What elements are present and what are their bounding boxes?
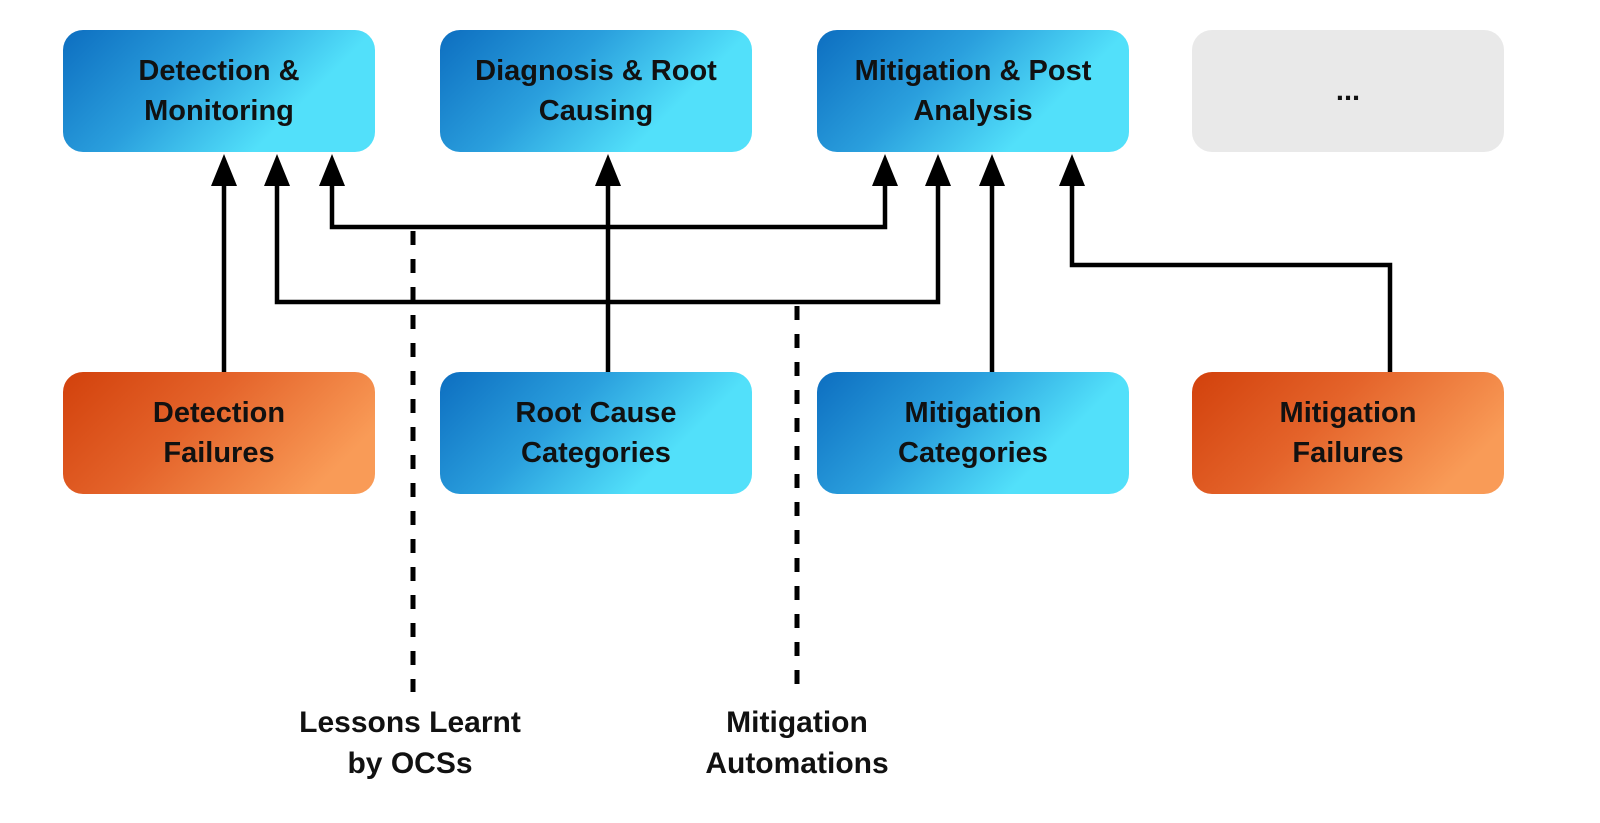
- edge-lessons-learnt-bus: [319, 154, 898, 230]
- edge-mitigation-automations-bus: [264, 154, 951, 305]
- edge-root-cause-categories-to-diagnosis: [595, 154, 621, 372]
- node-root-cause-categories: Root Cause Categories: [440, 372, 752, 494]
- node-ellipsis-placeholder: ...: [1192, 30, 1504, 152]
- node-mitigation-failures: Mitigation Failures: [1192, 372, 1504, 494]
- node-mitigation-post-analysis: Mitigation & Post Analysis: [817, 30, 1129, 152]
- edge-mitigation-categories-to-post-analysis: [979, 154, 1005, 372]
- edge-mitigation-failures-to-post-analysis: [1059, 154, 1393, 372]
- node-diagnosis-root-causing: Diagnosis & Root Causing: [440, 30, 752, 152]
- node-detection-monitoring: Detection & Monitoring: [63, 30, 375, 152]
- edge-detection-failures-to-detection-monitoring: [211, 154, 237, 372]
- label-mitigation-automations: Mitigation Automations: [705, 706, 889, 780]
- node-mitigation-categories: Mitigation Categories: [817, 372, 1129, 494]
- node-detection-failures: Detection Failures: [63, 372, 375, 494]
- label-lessons-learnt-by-ocss: Lessons Learnt by OCSs: [299, 706, 521, 780]
